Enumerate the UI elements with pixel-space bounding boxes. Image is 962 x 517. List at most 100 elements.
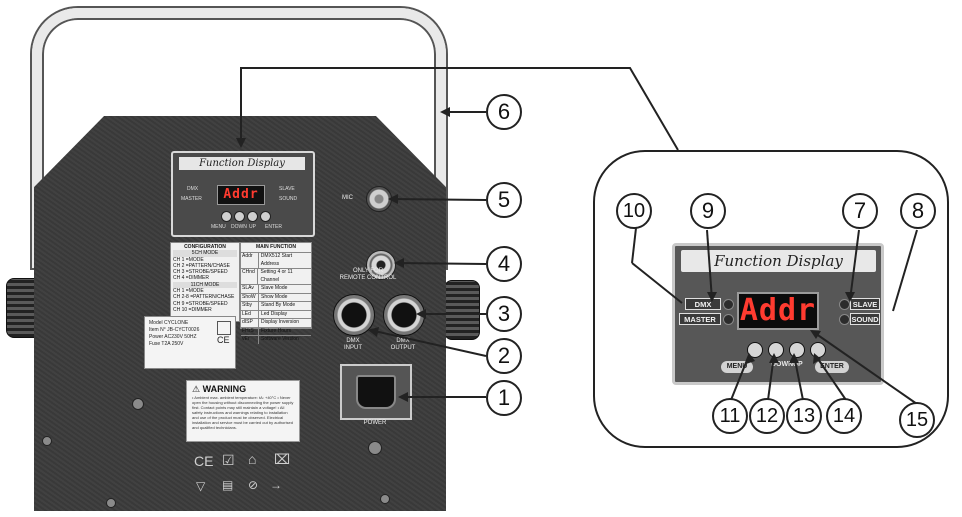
function-code: vEr [241,336,259,344]
config-subtitle: 5CH MODE [173,250,237,257]
zoom-menu-button[interactable] [747,342,763,358]
arrowhead [394,258,404,268]
callout-10: 10 [616,193,652,229]
callout-5: 5 [486,182,522,218]
weee-bin-icon: ⌧ [274,451,291,467]
arrowhead [789,353,799,363]
dmx-input-connector[interactable] [333,294,375,336]
mic-label: MIC [342,195,353,201]
function-code: ShoW [241,293,259,301]
config-row: CH 3 =STROBE/SPEED [173,269,228,276]
leader-5 [389,198,487,201]
callout-6: 6 [486,94,522,130]
config-row: CH 4 =DIMMER [173,275,209,282]
spec-label: Model CYCLONE Item N° JB-CYCT0026 Power … [144,316,236,369]
enter-label: ENTER [265,224,282,230]
leader-2 [369,329,487,357]
arrowhead [398,392,408,402]
function-description: Setting 4 or 11 Channel [260,269,293,283]
function-description: DMX512 Start Address [260,253,293,267]
callout-11: 11 [712,398,748,434]
dmx-output-label: DMX OUTPUT [390,338,416,351]
down-button[interactable] [234,211,245,222]
zoom-sound-label: SOUND [850,313,880,325]
menu-button[interactable] [221,211,232,222]
zoom-panel-title: Function Display [681,250,876,272]
zoom-up-button[interactable] [789,342,805,358]
power-inlet[interactable] [340,364,412,420]
callout-14: 14 [826,398,862,434]
spec-row: Model CYCLONE [149,320,189,326]
distance-icon: → [270,478,282,492]
panel-title: Function Display [179,157,305,170]
config-title: CONFIGURATION [184,244,226,250]
function-code: Stby [241,302,259,310]
master-led [723,314,734,325]
remote-control-jack[interactable] [366,250,396,280]
spec-row: Fuse T2A 250V [149,341,184,347]
warning-title-text: WARNING [202,384,247,394]
zoom-leader-line [240,67,679,151]
callout-3: 3 [486,296,522,332]
led-display: Addr [217,185,265,205]
dmx-label: DMX [187,186,199,192]
function-description: Software Version [261,336,299,342]
zoom-up-label: UP [793,361,803,368]
arrowhead [845,292,855,302]
enter-button[interactable] [260,211,271,222]
config-row: CH 9 =STROBE/SPEED [173,300,228,307]
function-description: Fixture Hours [261,327,292,334]
config-subtitle: 11CH MODE [173,281,237,289]
up-button[interactable] [247,211,258,222]
callout-15: 15 [899,402,935,438]
function-description: Display Inversion [261,319,300,325]
arrowhead [746,353,755,364]
screw [106,498,116,508]
callout-2: 2 [486,338,522,374]
function-code: Addr [241,253,259,268]
zoom-enter-label: ENTER [815,361,849,373]
config-row: CH 2-8 =PATTERN/CHASE [173,294,235,301]
slave-led [839,299,850,310]
callout-7: 7 [842,193,878,229]
dmx-input-label: DMX INPUT [344,338,362,351]
zoom-slave-label: SLAVE [850,298,880,310]
callout-9: 9 [690,193,726,229]
sound-led [839,314,850,325]
menu-label: MENU [211,224,226,230]
leader-10-b [631,262,683,304]
check-box-icon: ☑ [222,452,235,468]
zoom-master-label: MASTER [679,313,721,325]
arrowhead [236,138,246,148]
leader-10-a [631,227,637,264]
dmx-led [723,299,734,310]
warning-text: • Ambient max. ambient temperature: tA: … [192,395,294,430]
mounting-bracket [32,8,446,268]
ce-mark-icon: CE [217,335,230,345]
warning-triangle-icon: ⚠ [192,384,201,394]
leader-14 [815,355,847,401]
main-function-title: MAIN FUNCTION [256,244,296,250]
configuration-table: CONFIGURATION 5CH MODE CH 1 =MODE CH 2 =… [170,242,240,322]
callout-8: 8 [900,193,936,229]
screw [132,398,144,410]
spec-row: Item N° JB-CYCT0026 [149,327,200,333]
leader-9 [706,229,713,301]
spec-row: Power AC230V 50HZ [149,334,197,340]
down-label: DOWN [231,224,247,230]
ce-mark-icon: CE [194,453,214,469]
function-code: SLAv [241,285,259,293]
function-code: dISP [241,319,259,327]
bracket-knob-right [444,280,480,340]
function-description: Show Mode [261,293,288,300]
config-row: CH 2 =PATTERN/CHASE [173,262,230,269]
sound-label: SOUND [279,196,298,202]
fuse-icon: ▽ [196,479,206,493]
screw [368,441,382,455]
warning-title: ⚠ WARNING [192,384,294,395]
